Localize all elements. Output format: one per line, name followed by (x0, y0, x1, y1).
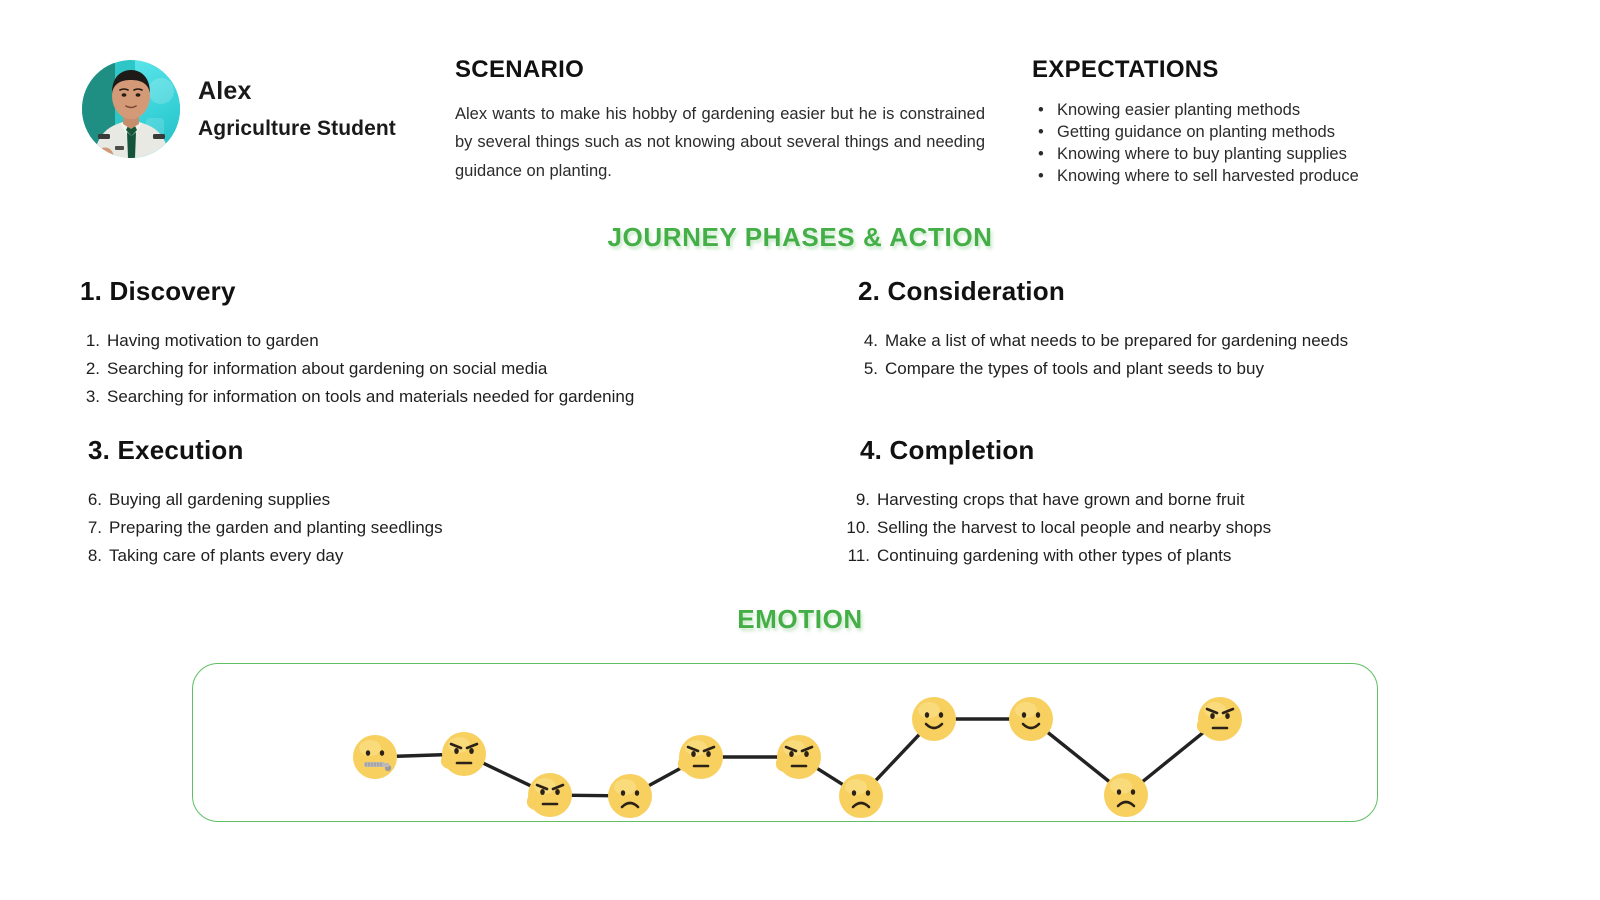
list-item-number: 2. (85, 359, 100, 379)
bullet-icon: • (1038, 166, 1044, 185)
list-item: • Knowing where to buy planting supplies (1032, 144, 1462, 166)
bullet-icon: • (1038, 122, 1044, 141)
list-item-label: Having motivation to garden (107, 331, 319, 350)
emotion-heading: EMOTION (737, 604, 863, 634)
avatar-bg-blob (148, 78, 174, 104)
persona-name: Alex (198, 77, 252, 106)
list-item-label: Make a list of what needs to be prepared… (885, 331, 1349, 350)
phase-discovery: 1. Discovery 1. Having motivation to gar… (80, 276, 780, 412)
expectations-block: EXPECTATIONS • Knowing easier planting m… (1032, 56, 1462, 188)
list-item: 7. Preparing the garden and planting see… (82, 514, 788, 542)
phase-execution: 3. Execution 6. Buying all gardening sup… (88, 435, 788, 571)
list-item-label: Selling the harvest to local people and … (877, 518, 1272, 538)
list-item-number: 4. (863, 331, 878, 350)
list-item-number: 11. (847, 546, 870, 566)
persona-block: Alex Agriculture Student (82, 60, 396, 158)
list-item-label: Knowing easier planting methods (1057, 101, 1301, 119)
list-item-label: Knowing where to buy planting supplies (1057, 144, 1347, 163)
list-item: 11. Continuing gardening with other type… (838, 542, 1476, 570)
expectations-title: EXPECTATIONS (1032, 56, 1219, 83)
list-item-number: 5. (863, 359, 878, 379)
list-item-number: 3. (85, 387, 100, 407)
list-item-number: 10. (846, 518, 870, 538)
list-item: 1. Having motivation to garden (80, 327, 780, 355)
list-item: 5. Compare the types of tools and plant … (858, 355, 1478, 383)
phase-completion: 4. Completion 9. Harvesting crops that h… (846, 435, 1476, 571)
emotion-chart-container (192, 663, 1378, 822)
phase-action-list: 9. Harvesting crops that have grown and … (838, 486, 1476, 571)
list-item-label: Getting guidance on planting methods (1057, 122, 1335, 141)
scenario-title: SCENARIO (455, 56, 585, 83)
list-item-label: Preparing the garden and planting seedli… (109, 518, 443, 538)
bullet-icon: • (1038, 101, 1044, 119)
list-item-label: Continuing gardening with other types of… (877, 546, 1232, 566)
list-item-number: 7. (87, 518, 102, 538)
list-item-label: Taking care of plants every day (109, 546, 344, 566)
list-item: 2. Searching for information about garde… (80, 355, 780, 383)
list-item: 9. Harvesting crops that have grown and … (838, 486, 1476, 514)
list-item-number: 9. (855, 490, 870, 509)
list-item: 6. Buying all gardening supplies (82, 486, 788, 514)
list-item-label: Knowing where to sell harvested produce (1057, 166, 1359, 185)
list-item: • Knowing easier planting methods (1032, 100, 1462, 122)
phase-action-list: 1. Having motivation to garden 2. Search… (80, 327, 780, 412)
bullet-icon: • (1038, 144, 1044, 163)
list-item-label: Searching for information about gardenin… (107, 359, 548, 379)
list-item-label: Harvesting crops that have grown and bor… (877, 490, 1245, 509)
phase-title: 3. Execution (88, 435, 244, 465)
phase-title: 2. Consideration (858, 276, 1065, 306)
list-item: 4. Make a list of what needs to be prepa… (858, 327, 1478, 355)
list-item-label: Buying all gardening supplies (109, 490, 331, 509)
list-item: • Knowing where to sell harvested produc… (1032, 166, 1462, 188)
phase-action-list: 6. Buying all gardening supplies 7. Prep… (82, 486, 788, 571)
phase-title: 1. Discovery (80, 276, 236, 306)
list-item-number: 1. (85, 331, 100, 350)
list-item: 3. Searching for information on tools an… (80, 383, 780, 411)
phase-consideration: 2. Consideration 4. Make a list of what … (858, 276, 1478, 383)
phase-title: 4. Completion (860, 435, 1035, 465)
phase-action-list: 4. Make a list of what needs to be prepa… (858, 327, 1478, 383)
persona-role: Agriculture Student (198, 116, 396, 140)
scenario-body: Alex wants to make his hobby of gardenin… (455, 105, 985, 180)
list-item-number: 8. (87, 546, 102, 566)
list-item: • Getting guidance on planting methods (1032, 122, 1462, 144)
list-item: 8. Taking care of plants every day (82, 542, 788, 570)
journey-phases-heading: JOURNEY PHASES & ACTION (607, 222, 993, 252)
avatar-person-illustration (94, 70, 169, 158)
persona-text: Alex Agriculture Student (198, 77, 396, 141)
scenario-block: SCENARIO Alex wants to make his hobby of… (455, 56, 985, 185)
list-item-label: Compare the types of tools and plant see… (885, 359, 1264, 379)
persona-photo (82, 60, 180, 158)
list-item-number: 6. (87, 490, 102, 509)
list-item: 10. Selling the harvest to local people … (838, 514, 1476, 542)
expectations-list: • Knowing easier planting methods • Gett… (1032, 100, 1462, 188)
list-item-label: Searching for information on tools and m… (107, 387, 635, 407)
